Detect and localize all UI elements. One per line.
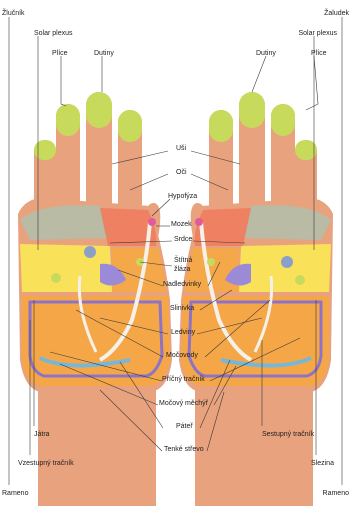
left-middle-tip: [86, 92, 112, 128]
label-vzestupny-tracnik: Vzestupný tračník: [18, 460, 74, 467]
left-gallbladder: [51, 273, 61, 283]
right-middle-tip: [239, 92, 265, 128]
label-pricny-tracnik: Příčný tračník: [162, 376, 205, 383]
left-ring-tip: [56, 104, 80, 136]
label-srdce: Srdce: [174, 236, 192, 243]
label-oci: Oči: [176, 169, 187, 176]
right-stomach-zone: [239, 244, 331, 292]
label-mozek: Mozek: [171, 221, 192, 228]
left-liver-zone: [20, 244, 112, 292]
label-zlucnik: Žlučník: [2, 10, 25, 17]
label-slinivka: Slinivka: [170, 305, 194, 312]
label-plice-right: Plíce: [311, 50, 327, 57]
right-index-tip: [209, 110, 233, 142]
left-wrist: [38, 388, 156, 506]
right-pituitary: [195, 218, 203, 226]
right-spleen: [295, 275, 305, 285]
label-stitna-2: žláza: [174, 266, 190, 273]
label-stitna-1: Štítná: [174, 257, 192, 264]
label-usi: Uši: [176, 145, 186, 152]
label-dutiny-right: Dutiny: [256, 50, 276, 57]
label-tenke-strevo: Tenké střevo: [164, 446, 204, 453]
label-jatra: Játra: [34, 431, 50, 438]
left-hand: [18, 92, 172, 506]
label-dutiny-left: Dutiny: [94, 50, 114, 57]
right-solar-plexus: [281, 256, 293, 268]
label-solar-plexus-left: Solar plexus: [34, 30, 73, 37]
left-colon-zone: [22, 296, 170, 386]
label-mocovody: Močovody: [166, 352, 198, 359]
left-index-tip: [118, 110, 142, 142]
label-slezina: Slezina: [311, 460, 334, 467]
left-solar-plexus: [84, 246, 96, 258]
label-solar-plexus-right: Solar plexus: [298, 30, 337, 37]
label-mocovy-mechyr: Močový měchýř: [159, 400, 208, 407]
label-plice-left: Plíce: [52, 50, 68, 57]
label-rameno-left: Rameno: [2, 490, 28, 497]
label-pater: Páteř: [176, 423, 193, 430]
right-colon-zone: [181, 296, 329, 386]
label-rameno-right: Rameno: [323, 490, 349, 497]
label-sestupny-tracnik: Sestupný tračník: [262, 431, 314, 438]
right-wrist: [195, 388, 313, 506]
right-ring-tip: [271, 104, 295, 136]
label-nadledvinky: Nadledvinky: [163, 281, 201, 288]
label-zaludek: Žaludek: [324, 10, 349, 17]
label-hypofyza: Hypofýza: [168, 193, 197, 200]
left-pinky-tip: [34, 140, 56, 160]
left-pituitary: [148, 218, 156, 226]
label-ledviny: Ledviny: [171, 329, 195, 336]
right-thyroid: [207, 258, 215, 266]
